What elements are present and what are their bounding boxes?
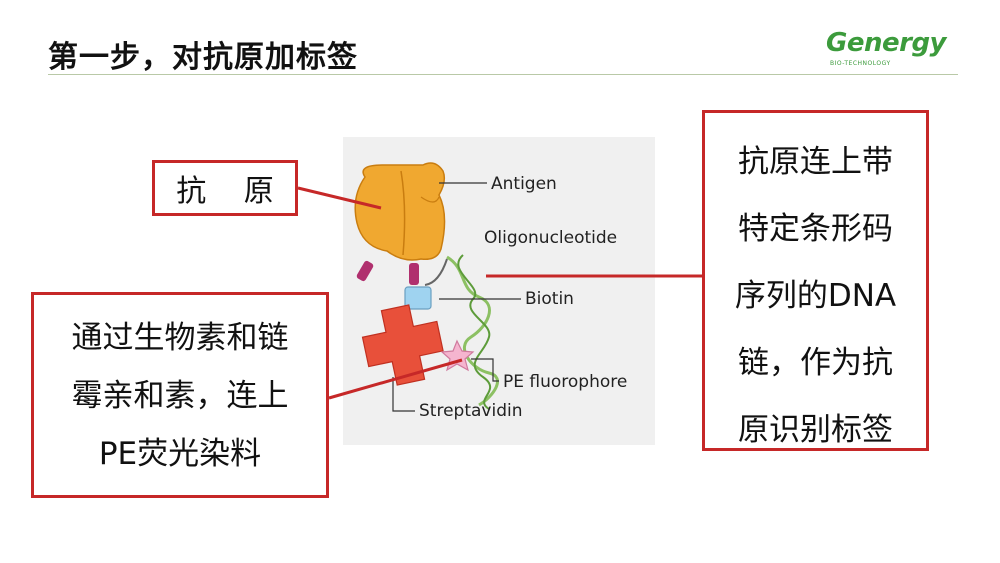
- genergy-logo: Genergy BIO-TECHNOLOGY: [826, 28, 960, 72]
- streptavidin-shape: [361, 304, 444, 386]
- callout-right-line: 序列的DNA: [734, 278, 897, 314]
- callout-right-line: 链，作为抗: [738, 345, 893, 381]
- biotin-shape: [404, 286, 432, 310]
- label-antigen: Antigen: [491, 174, 557, 194]
- callout-right-line: 特定条形码: [738, 211, 893, 247]
- title-divider: [48, 74, 958, 75]
- linker-left: [356, 260, 374, 282]
- label-oligonucleotide: Oligonucleotide: [484, 228, 617, 248]
- page-title: 第一步，对抗原加标签: [48, 40, 358, 75]
- callout-left-line: 通过生物素和链: [71, 320, 289, 356]
- pe-star: [440, 339, 475, 372]
- callout-right-line: 原识别标签: [738, 412, 893, 448]
- dna-helix: [446, 254, 499, 410]
- oligo-link: [424, 258, 448, 286]
- callout-antigen: 抗 原: [152, 160, 298, 216]
- callout-antigen-text: 抗 原: [176, 174, 288, 209]
- label-biotin: Biotin: [525, 289, 574, 309]
- logo-wordmark: Genergy: [826, 28, 947, 58]
- label-streptavidin: Streptavidin: [419, 401, 522, 421]
- callout-dna-barcode: 抗原连上带 特定条形码 序列的DNA 链，作为抗 原识别标签: [702, 110, 929, 451]
- callout-left-line: 霉亲和素，连上: [71, 378, 289, 414]
- label-pe-fluorophore: PE fluorophore: [503, 372, 627, 392]
- logo-tagline: BIO-TECHNOLOGY: [830, 60, 891, 67]
- callout-streptavidin-pe: 通过生物素和链 霉亲和素，连上 PE荧光染料: [31, 292, 329, 498]
- antigen-labeling-diagram: Antigen Oligonucleotide Biotin PE fluoro…: [354, 162, 627, 421]
- callout-right-line: 抗原连上带: [738, 144, 893, 180]
- callout-left-line: PE荧光染料: [98, 436, 262, 472]
- linker-right: [409, 263, 419, 285]
- antigen-shape: [354, 162, 446, 261]
- diagram-panel: Antigen Oligonucleotide Biotin PE fluoro…: [343, 137, 655, 445]
